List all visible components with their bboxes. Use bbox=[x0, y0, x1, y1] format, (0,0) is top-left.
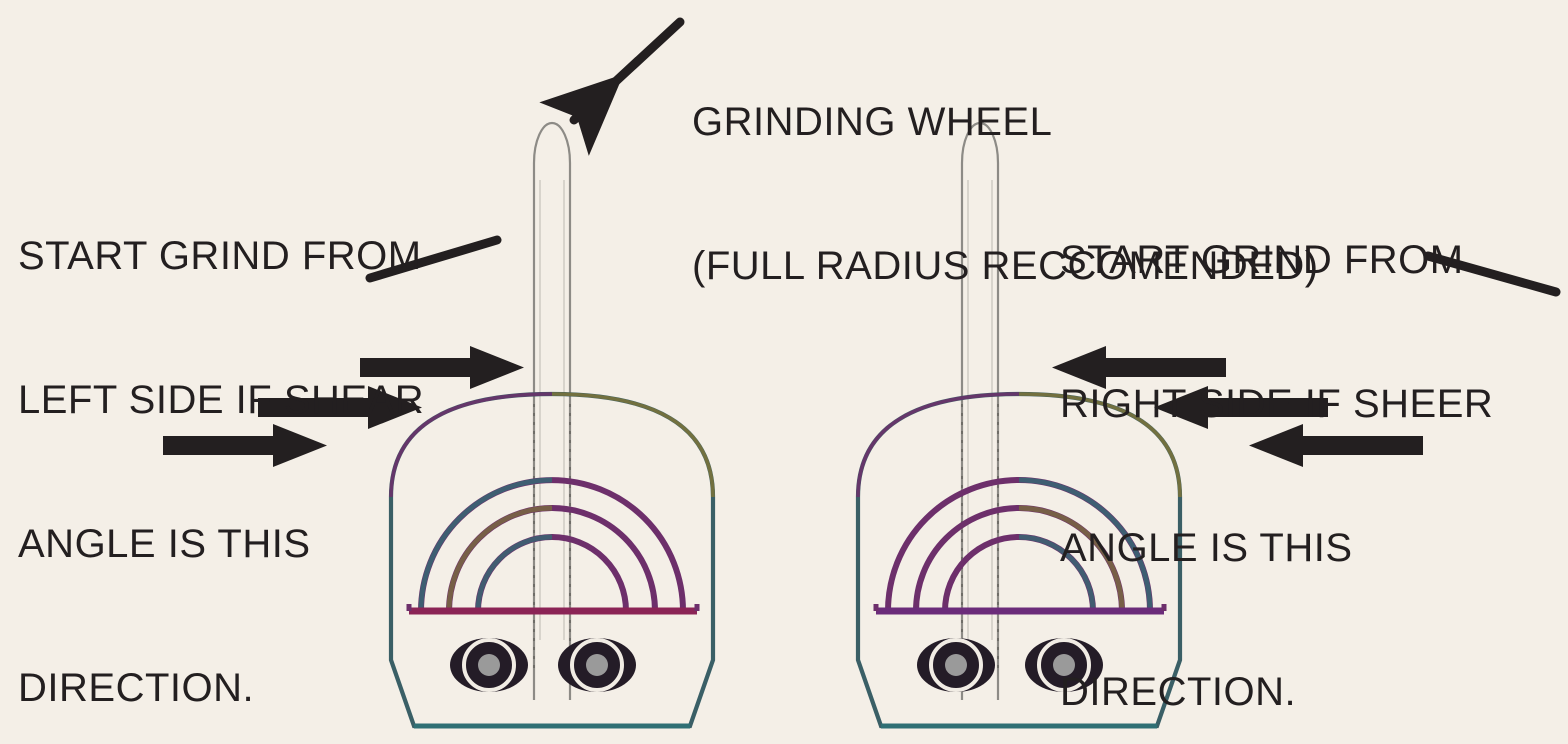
right-feed-arrow-3 bbox=[1249, 424, 1423, 467]
left-feed-arrow-1 bbox=[360, 346, 524, 389]
left-cutterhead bbox=[388, 391, 716, 729]
left-arc-1 bbox=[418, 477, 686, 612]
left-arc-3 bbox=[475, 534, 629, 612]
right-note-line4: DIRECTION. bbox=[1060, 670, 1297, 714]
right-knob-1 bbox=[917, 638, 995, 692]
right-feed-arrow-1 bbox=[1052, 346, 1226, 389]
right-note-line3: ANGLE IS THIS bbox=[1060, 526, 1353, 570]
left-feed-arrow-2 bbox=[258, 386, 422, 429]
right-knob-2 bbox=[1025, 638, 1103, 692]
grinding-wheel-callout-line1: GRINDING WHEEL bbox=[692, 100, 1053, 144]
left-feed-arrow-3 bbox=[163, 424, 327, 467]
right-feed-arrow-2 bbox=[1154, 386, 1328, 429]
left-body-outline bbox=[388, 391, 716, 729]
grinding-wheel-callout-line2: (FULL RADIUS RECCOMENDED) bbox=[692, 244, 1319, 288]
right-grinding-wheel bbox=[960, 121, 1000, 700]
left-knob-2 bbox=[558, 638, 636, 692]
left-note-line2: LEFT SIDE IF SHEAR bbox=[18, 378, 425, 422]
right-cutterhead bbox=[855, 391, 1183, 729]
left-instruction-note: START GRIND FROM LEFT SIDE IF SHEAR ANGL… bbox=[18, 136, 424, 744]
right-shear-angle-line bbox=[1423, 251, 1561, 297]
left-note-line4: DIRECTION. bbox=[18, 666, 255, 710]
right-note-line1: START GRIND FROM bbox=[1060, 238, 1464, 282]
left-feed-arrows bbox=[163, 346, 524, 467]
title-leader-arrow bbox=[539, 17, 685, 156]
left-note-line1: START GRIND FROM bbox=[18, 234, 422, 278]
grinding-wheel-callout: GRINDING WHEEL (FULL RADIUS RECCOMENDED) bbox=[692, 2, 1319, 386]
right-instruction-note: START GRIND FROM RIGHT SIDE IF SHEER ANG… bbox=[1060, 140, 1493, 744]
right-feed-arrows bbox=[1052, 346, 1423, 467]
left-knob-1 bbox=[450, 638, 528, 692]
right-note-line2: RIGHT SIDE IF SHEER bbox=[1060, 382, 1494, 426]
left-shear-angle-line bbox=[365, 235, 502, 283]
left-note-line3: ANGLE IS THIS bbox=[18, 522, 311, 566]
